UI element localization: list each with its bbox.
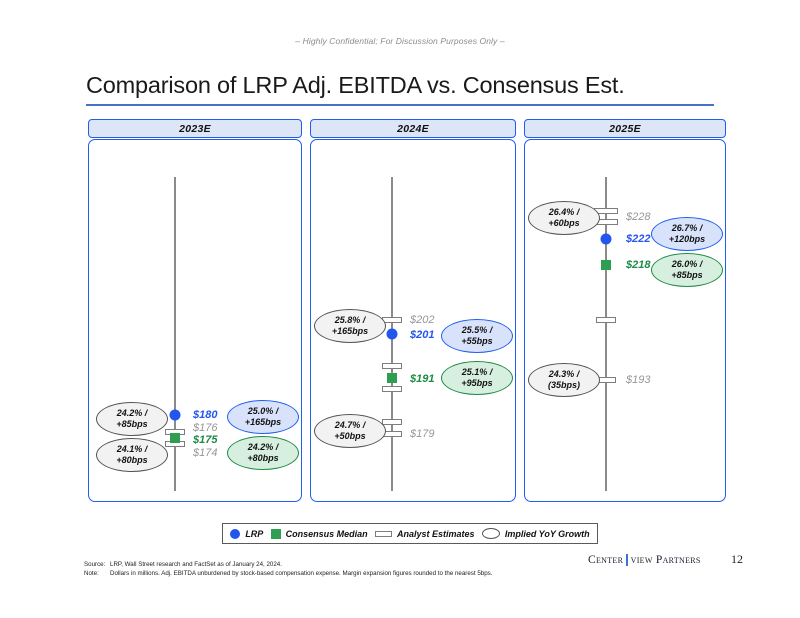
implied-growth-callout-lrp: 26.7% / +120bps [651,217,723,251]
callout-line-2: +120bps [668,234,706,244]
lrp-marker [386,328,398,340]
callout-line-2: +60bps [548,218,580,228]
legend-item-implied-yoy-growth: Implied YoY Growth [481,528,590,539]
callout-line-2: +85bps [116,419,148,429]
footnote-source: Source: LRP, Wall Street research and Fac… [84,561,282,568]
title-underline [86,104,714,106]
footnote-source-text: LRP, Wall Street research and FactSet as… [110,561,282,568]
value-label-analyst: $193 [626,374,651,386]
legend-label: Analyst Estimates [396,528,475,539]
implied-growth-callout-lrp: 25.0% / +165bps [227,400,299,434]
callout-line-2: +165bps [244,417,282,427]
panel-2025e: $228 $222 $218 $193 26.4% / +60bps 24.3%… [524,139,726,502]
callout-line-2: +80bps [116,455,148,465]
implied-growth-callout-consensus: 25.1% / +95bps [441,361,513,395]
panel-header-label: 2025E [609,122,641,135]
analyst-tick-icon [374,530,392,537]
consensus-median-marker [170,433,180,443]
panel-header-2023e: 2023E [88,119,302,138]
value-label-lrp: $222 [626,233,651,245]
callout-line-2: +80bps [247,453,279,463]
value-label-analyst: $179 [410,428,435,440]
legend-label: Consensus Median [285,528,368,539]
analyst-estimate-tick [382,419,402,425]
callout-line-2: +85bps [671,270,703,280]
implied-growth-callout: 26.4% / +60bps [528,201,600,235]
value-label-analyst: $202 [410,314,435,326]
lrp-marker [169,409,181,421]
company-logo: Center view Partners [588,554,701,566]
consensus-median-marker [387,373,397,383]
implied-growth-callout-consensus: 26.0% / +85bps [651,253,723,287]
axis-spine [605,177,607,491]
legend-item-analyst-estimates: Analyst Estimates [374,528,475,539]
consensus-median-marker [601,260,611,270]
value-label-consensus: $218 [626,259,651,271]
panel-header-label: 2023E [179,122,211,135]
implied-growth-callout-lrp: 25.5% / +55bps [441,319,513,353]
callout-line-1: 24.2% / [247,442,279,452]
page-number: 12 [731,552,743,566]
callout-line-2: +55bps [461,336,493,346]
legend-label: LRP [245,528,264,539]
footnote-note-text: Dollars in millions. Adj. EBITDA unburde… [110,570,493,577]
value-label-consensus: $175 [193,434,218,446]
logo-text-left: Center [588,554,624,566]
value-label-analyst: $176 [193,422,218,434]
implied-growth-callout: 24.2% / +85bps [96,402,168,436]
chart-legend: LRP Consensus Median Analyst Estimates I… [222,523,598,544]
logo-text-right: view Partners [630,554,701,566]
legend-item-lrp: LRP [230,528,264,539]
implied-growth-ellipse-icon [481,528,500,539]
footnote-source-lead: Source: [84,561,106,568]
lrp-marker [600,233,612,245]
value-label-consensus: $191 [410,373,435,385]
legend-label: Implied YoY Growth [504,528,590,539]
lrp-dot-icon [230,528,241,539]
panel-2023e: $180 $176 $175 $174 24.2% / +85bps 24.1%… [88,139,302,502]
callout-line-2: (35bps) [547,380,580,390]
callout-line-1: 26.0% / [671,259,703,269]
confidentiality-notice: – Highly Confidential; For Discussion Pu… [295,36,505,46]
implied-growth-callout-consensus: 24.2% / +80bps [227,436,299,470]
callout-line-1: 26.4% / [548,207,580,217]
analyst-estimate-tick [382,386,402,392]
panel-header-2025e: 2025E [524,119,726,138]
logo-divider [626,554,628,566]
callout-line-1: 25.5% / [461,325,493,335]
value-label-analyst: $174 [193,447,218,459]
callout-line-2: +165bps [331,326,369,336]
callout-line-1: 24.1% / [116,444,148,454]
panel-header-label: 2024E [397,122,429,135]
analyst-estimate-tick [382,363,402,369]
value-label-lrp: $201 [410,329,435,341]
callout-line-2: +95bps [461,378,493,388]
page-title: Comparison of LRP Adj. EBITDA vs. Consen… [86,72,625,98]
callout-line-2: +50bps [334,431,366,441]
implied-growth-callout: 25.8% / +165bps [314,309,386,343]
implied-growth-callout: 24.3% / (35bps) [528,363,600,397]
panel-2024e: $202 $201 $191 $179 25.8% / +165bps 24.7… [310,139,516,502]
legend-item-consensus-median: Consensus Median [270,528,368,539]
axis-spine [174,177,176,491]
callout-line-1: 25.8% / [334,315,366,325]
callout-line-1: 25.1% / [461,367,493,377]
implied-growth-callout: 24.1% / +80bps [96,438,168,472]
value-label-lrp: $180 [193,409,218,421]
callout-line-1: 24.3% / [548,369,580,379]
callout-line-1: 24.2% / [116,408,148,418]
analyst-estimate-tick [596,317,616,323]
callout-line-1: 26.7% / [671,223,703,233]
callout-line-1: 24.7% / [334,420,366,430]
value-label-analyst: $228 [626,211,651,223]
callout-line-1: 25.0% / [247,406,279,416]
footnote-note-lead: Note: [84,570,99,577]
implied-growth-callout: 24.7% / +50bps [314,414,386,448]
footnote-note: Note: Dollars in millions. Adj. EBITDA un… [84,570,492,577]
consensus-square-icon [270,528,281,539]
panel-header-2024e: 2024E [310,119,516,138]
